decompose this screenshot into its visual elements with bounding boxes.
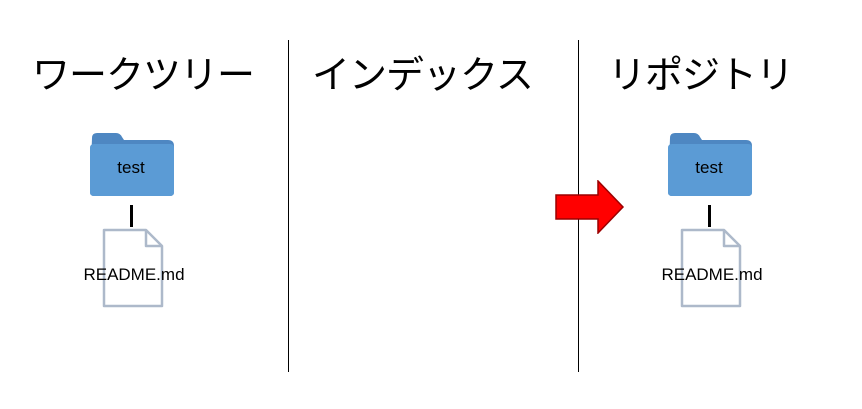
heading-repository: リポジトリ	[608, 53, 794, 97]
folder-icon	[668, 133, 752, 196]
worktree-folder: test	[88, 130, 176, 198]
repository-file-label: README.md	[661, 265, 763, 284]
divider-left	[288, 40, 289, 372]
arrow-right-icon	[555, 179, 625, 235]
file-icon	[680, 228, 742, 308]
folder-icon	[90, 133, 174, 196]
worktree-file	[102, 228, 164, 308]
worktree-folder-label: test	[117, 158, 145, 177]
repository-folder-label: test	[695, 158, 723, 177]
worktree-file-label: README.md	[83, 265, 185, 284]
file-icon	[102, 228, 164, 308]
worktree-connector	[130, 205, 133, 227]
heading-index: インデックス	[312, 53, 534, 97]
repository-folder: test	[666, 130, 754, 198]
heading-worktree: ワークツリー	[32, 53, 255, 97]
repository-connector	[708, 205, 711, 227]
repository-file	[680, 228, 742, 308]
